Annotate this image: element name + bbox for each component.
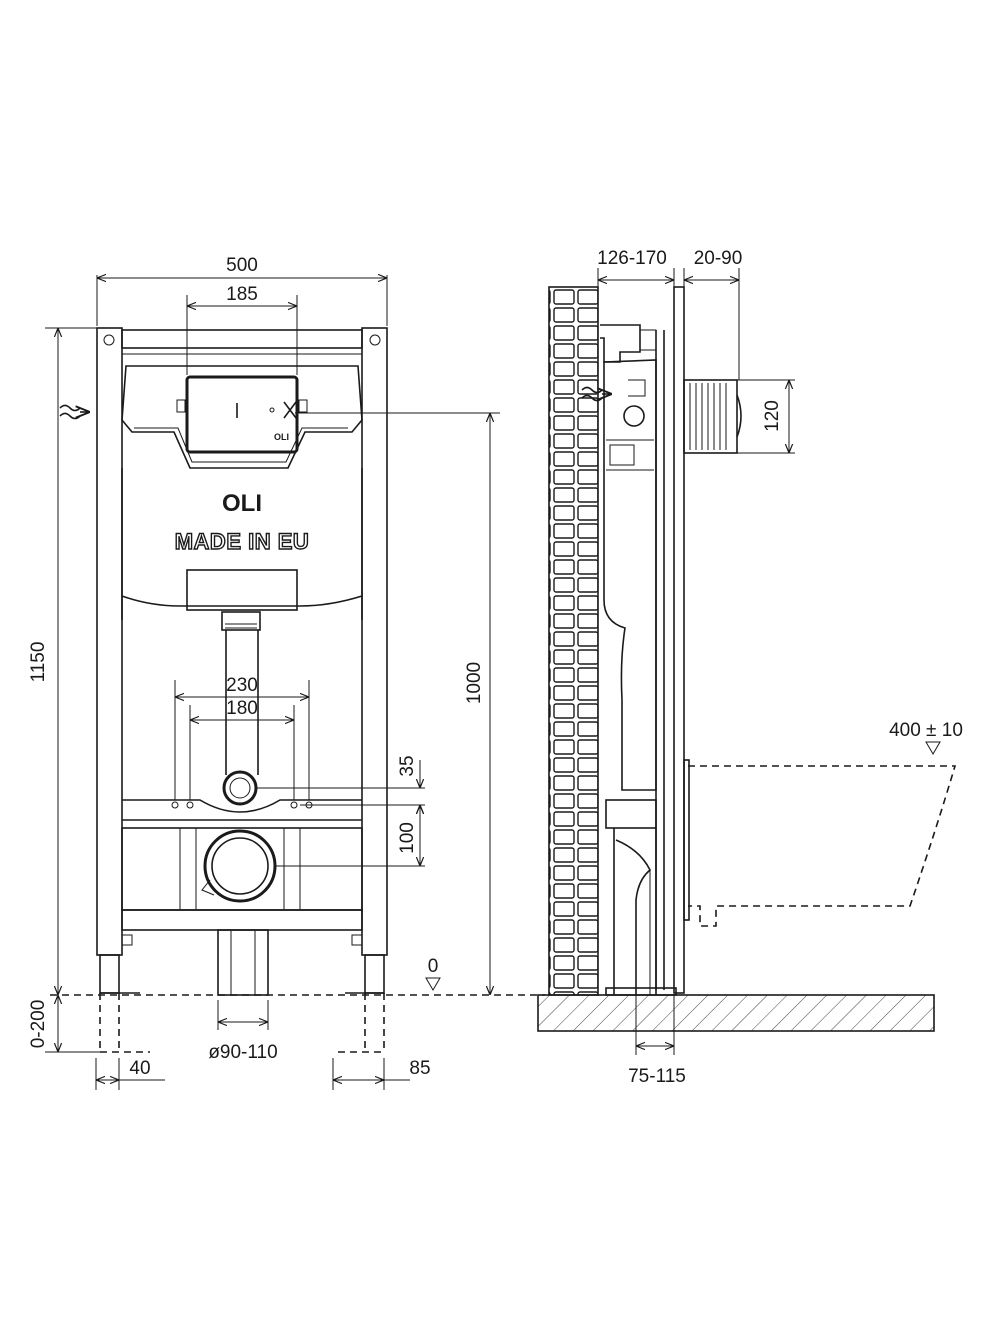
drain-diameter-dimension: ø90-110 [208, 1042, 277, 1063]
floor-slab [537, 994, 935, 1032]
wall-hung-bowl [688, 765, 957, 927]
bolt-spacing-inner-dimension: 180 [226, 698, 258, 719]
cistern [121, 365, 363, 469]
pipe-offset-upper-dimension: 35 [397, 755, 418, 776]
plate-height-dimension: 120 [762, 400, 783, 432]
width-dimension: 500 [226, 255, 258, 276]
actuator-housing [683, 379, 738, 454]
drain-outlet [203, 829, 277, 903]
left-frame-leg [96, 327, 123, 956]
actuation-plate [185, 375, 299, 454]
front-cladding [673, 286, 685, 994]
cladding-depth-dimension: 20-90 [694, 248, 743, 269]
plate-mark: OLI [274, 432, 289, 442]
bowl-height-dimension: 400 ± 10 [889, 720, 963, 741]
flush-outlet [222, 770, 258, 806]
plate-width-dimension: 185 [226, 284, 258, 305]
cistern-side [603, 359, 657, 791]
bolt-spacing-outer-dimension: 230 [226, 675, 258, 696]
drain-height-dimension: 1000 [464, 662, 485, 704]
side-view: 126-170 20-90 120 400 ± 10 75-115 [537, 248, 963, 1087]
top-crossbar [121, 329, 363, 349]
pipe-offset-lower-dimension: 100 [397, 822, 418, 854]
foot-offset-right-dimension: 85 [409, 1058, 430, 1079]
water-inlet-icon [581, 386, 612, 402]
tiled-wall [548, 286, 599, 996]
right-frame-leg [361, 327, 388, 956]
drain-offset-dimension: 75-115 [628, 1066, 686, 1087]
floor-adjust-dimension: 0-200 [28, 1000, 49, 1049]
height-dimension: 1150 [28, 642, 49, 683]
brand-logo: OLI [222, 490, 262, 517]
water-inlet-icon [59, 404, 90, 420]
front-view: OLI OLI MADE IN EU [28, 255, 545, 1090]
bowl-support-crossbar [122, 799, 362, 813]
wall-depth-dimension: 126-170 [597, 248, 667, 269]
made-in-eu-label: MADE IN EU [175, 529, 310, 554]
foot-offset-left-dimension: 40 [129, 1058, 150, 1079]
floor-level-label: 0 [428, 956, 439, 977]
